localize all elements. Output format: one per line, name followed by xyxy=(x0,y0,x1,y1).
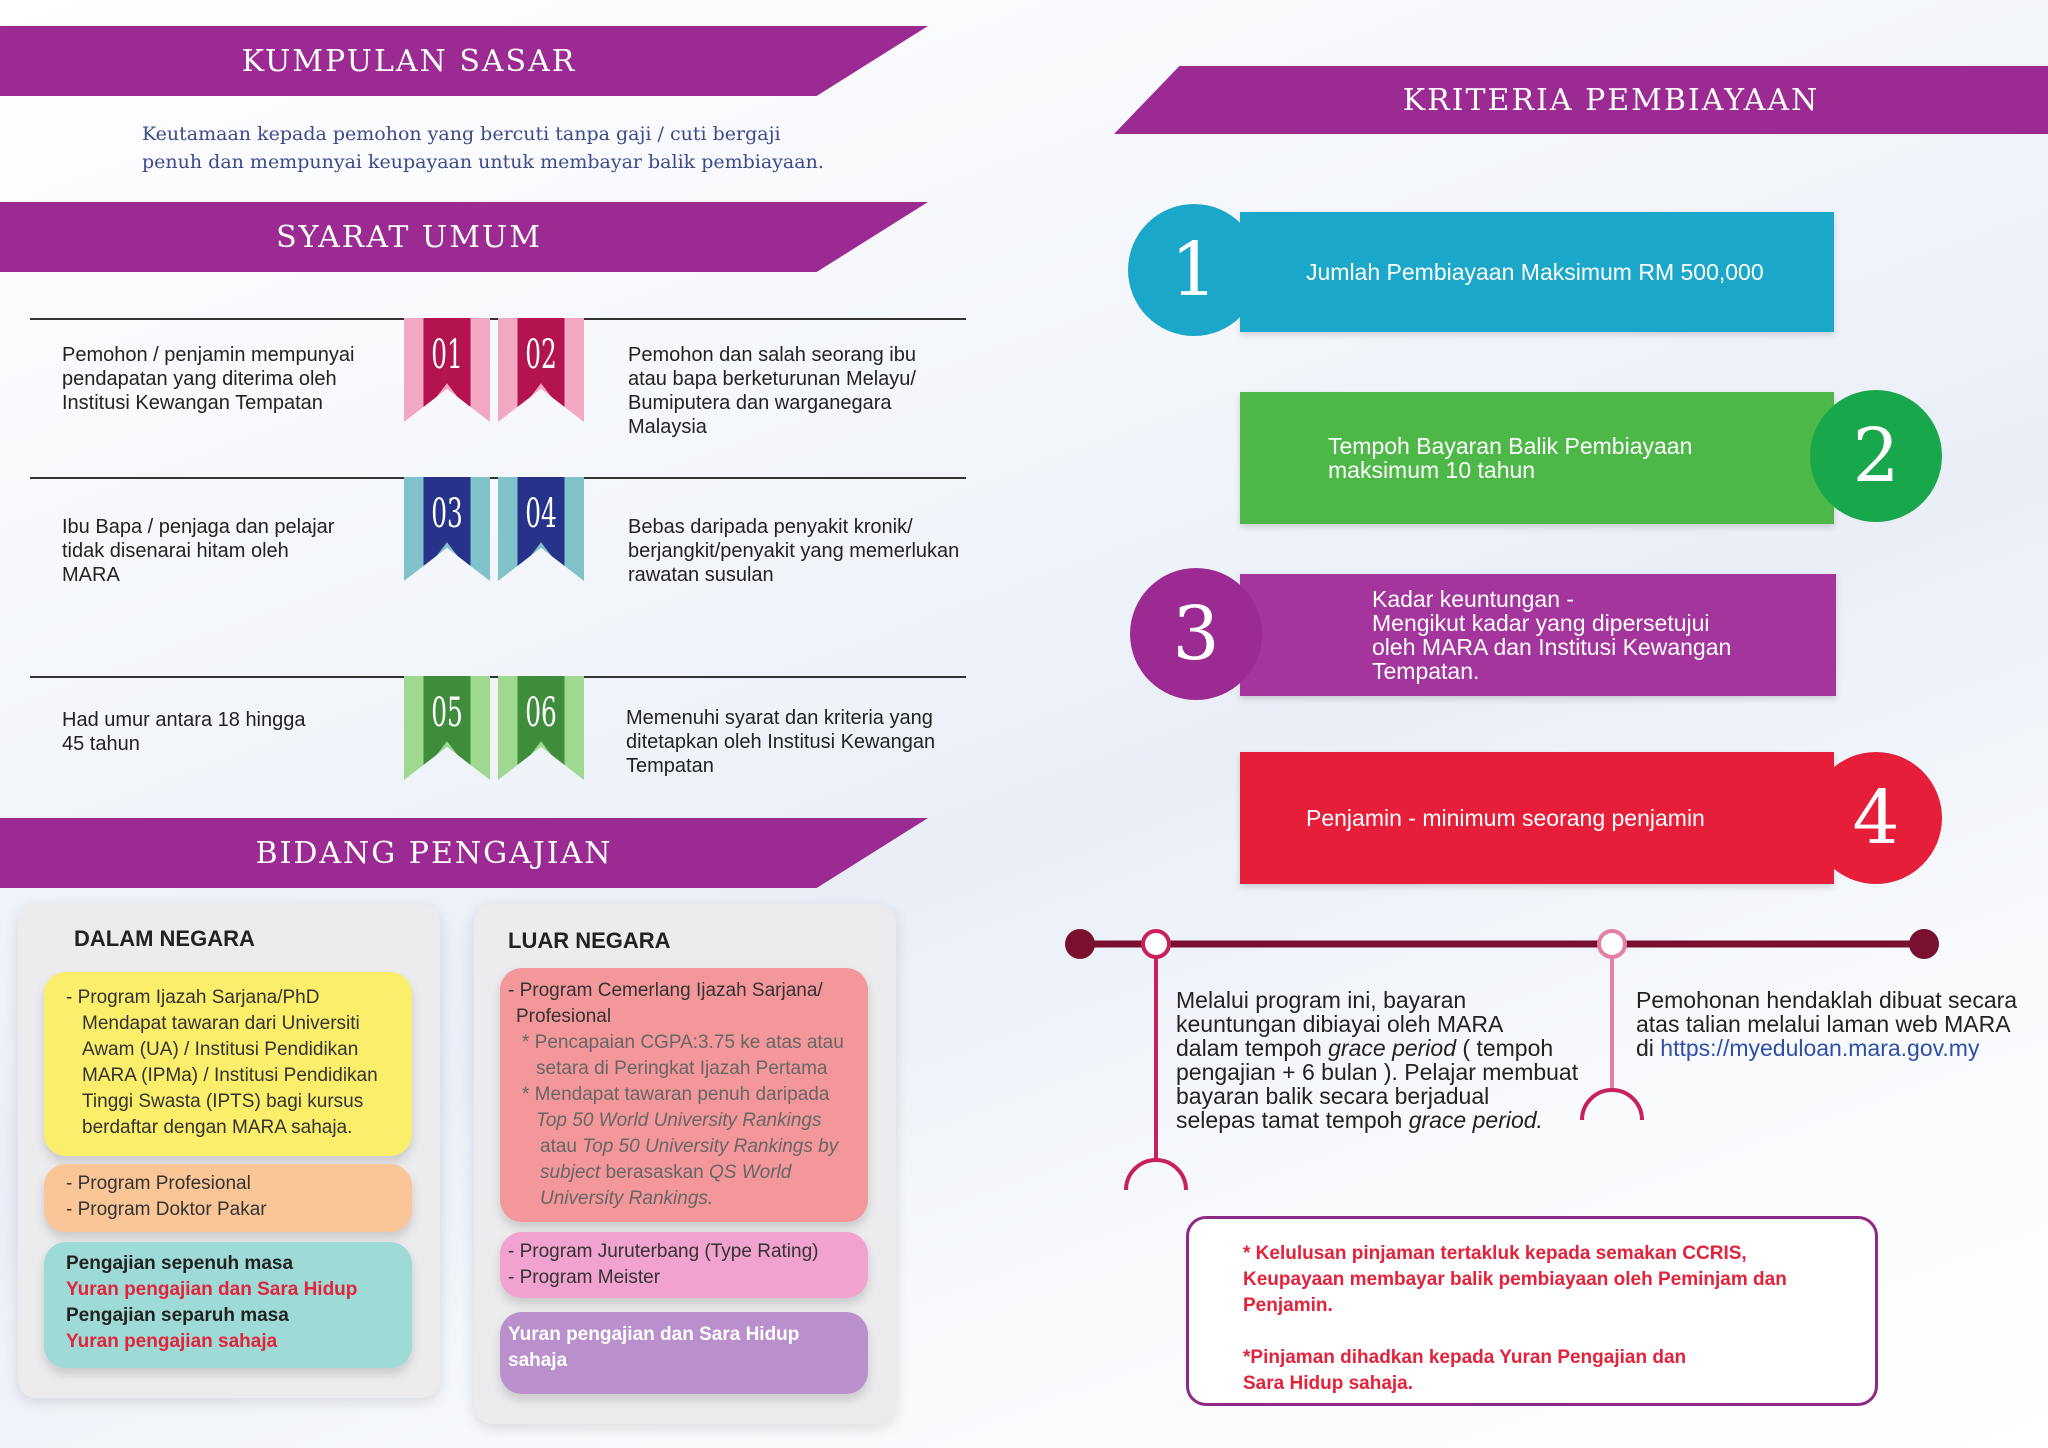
kriteria-item-2: Tempoh Bayaran Balik Pembiayaan maksimum… xyxy=(1240,392,1834,524)
kumpulan-sasar-title: KUMPULAN SASAR xyxy=(241,43,577,79)
ribbon-06: 06 xyxy=(498,676,584,780)
kriteria-item-1: Jumlah Pembiayaan Maksimum RM 500,000 xyxy=(1240,212,1834,332)
syarat-item-04-text: Bebas daripada penyakit kronik/ berjangk… xyxy=(628,516,960,586)
myeduloan-link[interactable]: https://myeduloan.mara.gov.my xyxy=(1660,1035,1980,1061)
ribbon-04: 04 xyxy=(498,477,584,581)
bidang-pengajian-title: BIDANG PENGAJIAN xyxy=(255,835,613,871)
syarat-item-02-text: Pemohon dan salah seorang ibu atau bapa … xyxy=(628,344,916,438)
ribbon-05: 05 xyxy=(404,676,490,780)
kumpulan-sasar-description: Keutamaan kepada pemohon yang bercuti ta… xyxy=(142,123,824,173)
timeline-right-text: Pemohonan hendaklah dibuat secara atas t… xyxy=(1636,987,2018,1061)
bidang-pengajian-banner: BIDANG PENGAJIAN xyxy=(0,818,928,888)
kriteria-banner: KRITERIA PEMBIAYAAN xyxy=(1114,66,2048,134)
kriteria-item-3: Kadar keuntungan - Mengikut kadar yang d… xyxy=(1240,574,1836,696)
luar-negara-title: LUAR NEGARA xyxy=(508,928,671,953)
syarat-item-06-text: Memenuhi syarat dan kriteria yang diteta… xyxy=(626,707,936,777)
syarat-umum-title: SYARAT UMUM xyxy=(276,219,542,255)
ribbon-01: 01 xyxy=(404,318,490,422)
dalam-negara-title: DALAM NEGARA xyxy=(74,926,255,951)
note-box: * Kelulusan pinjaman tertakluk kepada se… xyxy=(1186,1216,1878,1406)
dalam-negara-pengajian-box: Pengajian sepenuh masa Yuran pengajian d… xyxy=(44,1242,412,1368)
kriteria-title: KRITERIA PEMBIAYAAN xyxy=(1402,82,1820,118)
ribbon-03: 03 xyxy=(404,477,490,581)
timeline-graphic xyxy=(1065,929,1939,1191)
kriteria-number-2: 2 xyxy=(1810,390,1942,522)
syarat-item-03-text: Ibu Bapa / penjaga dan pelajar tidak dis… xyxy=(62,516,335,586)
kriteria-number-1: 1 xyxy=(1128,204,1260,336)
dalam-negara-ijazah-box: - Program Ijazah Sarjana/PhD Mendapat ta… xyxy=(44,972,412,1156)
kumpulan-sasar-banner: KUMPULAN SASAR xyxy=(0,26,928,96)
luar-negara-yuran-box: Yuran pengajian dan Sara Hidup sahaja xyxy=(500,1312,868,1394)
syarat-umum-banner: SYARAT UMUM xyxy=(0,202,928,272)
kriteria-number-4: 4 xyxy=(1810,752,1942,884)
kriteria-item-4: Penjamin - minimum seorang penjamin xyxy=(1240,752,1834,884)
timeline-left-text: Melalui program ini, bayaran keuntungan … xyxy=(1176,987,1579,1133)
dalam-negara-profesional-box: - Program Profesional - Program Doktor P… xyxy=(44,1164,412,1232)
kriteria-number-3: 3 xyxy=(1130,568,1262,700)
luar-negara-juruterbang-box: - Program Juruterbang (Type Rating) - Pr… xyxy=(500,1232,868,1298)
syarat-item-01-text: Pemohon / penjamin mempunyai pendapatan … xyxy=(62,344,355,414)
ribbon-02: 02 xyxy=(498,318,584,422)
luar-negara-cemerlang-box: - Program Cemerlang Ijazah Sarjana/ Prof… xyxy=(500,968,868,1222)
syarat-item-05-text: Had umur antara 18 hingga 45 tahun xyxy=(62,709,306,755)
